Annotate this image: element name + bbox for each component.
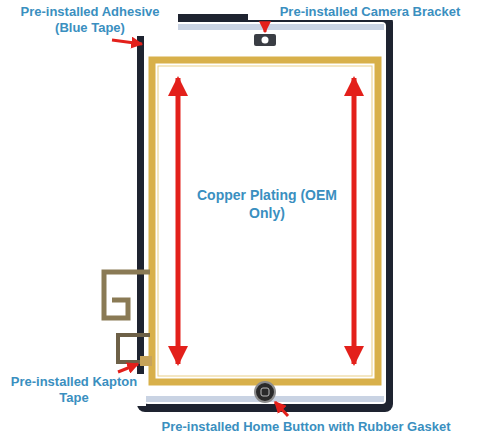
callout-label: Pre-installed Kapton Tape: [2, 374, 146, 406]
callout-label: Copper Plating (OEM Only): [190, 186, 344, 222]
callout-label: Pre-installed Camera Bracket: [248, 4, 492, 20]
callout-label: Pre-installed Adhesive (Blue Tape): [2, 4, 178, 36]
callout-label: Pre-installed Home Button with Rubber Ga…: [118, 419, 494, 435]
